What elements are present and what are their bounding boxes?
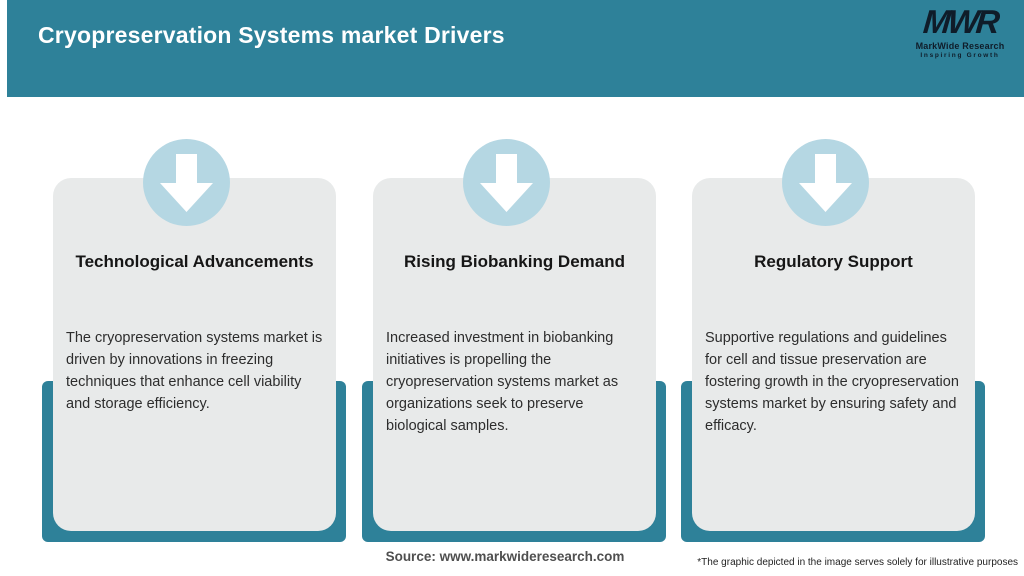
card-title: Rising Biobanking Demand <box>403 252 626 271</box>
markwide-logo: MWR MarkWide Research Inspiring Growth <box>908 3 1012 59</box>
card-description: The cryopreservation systems market is d… <box>66 330 323 412</box>
page-title: Cryopreservation Systems market Drivers <box>38 22 505 48</box>
card-body: Technological Advancements The cryoprese… <box>53 178 336 531</box>
header-bar: Cryopreservation Systems market Drivers … <box>7 0 1024 97</box>
down-arrow-icon <box>143 139 230 226</box>
card-description: Supportive regulations and guidelines fo… <box>705 330 959 434</box>
logo-company-name: MarkWide Research <box>915 40 1005 51</box>
card-title: Technological Advancements <box>75 252 314 271</box>
driver-card-rising-biobanking-demand: Rising Biobanking Demand Increased inves… <box>362 0 666 576</box>
down-arrow-icon <box>782 139 869 226</box>
driver-card-regulatory-support: Regulatory Support Supportive regulation… <box>681 0 985 576</box>
source-text: Source: www.markwideresearch.com <box>385 549 625 564</box>
card-body: Rising Biobanking Demand Increased inves… <box>373 178 656 531</box>
disclaimer-text: *The graphic depicted in the image serve… <box>697 557 1018 568</box>
driver-card-technological-advancements: Technological Advancements The cryoprese… <box>42 0 346 576</box>
card-title: Regulatory Support <box>754 252 913 271</box>
logo-tagline: Inspiring Growth <box>920 51 1000 59</box>
card-description: Increased investment in biobanking initi… <box>386 330 619 434</box>
card-body: Regulatory Support Supportive regulation… <box>692 178 975 531</box>
down-arrow-icon <box>463 139 550 226</box>
